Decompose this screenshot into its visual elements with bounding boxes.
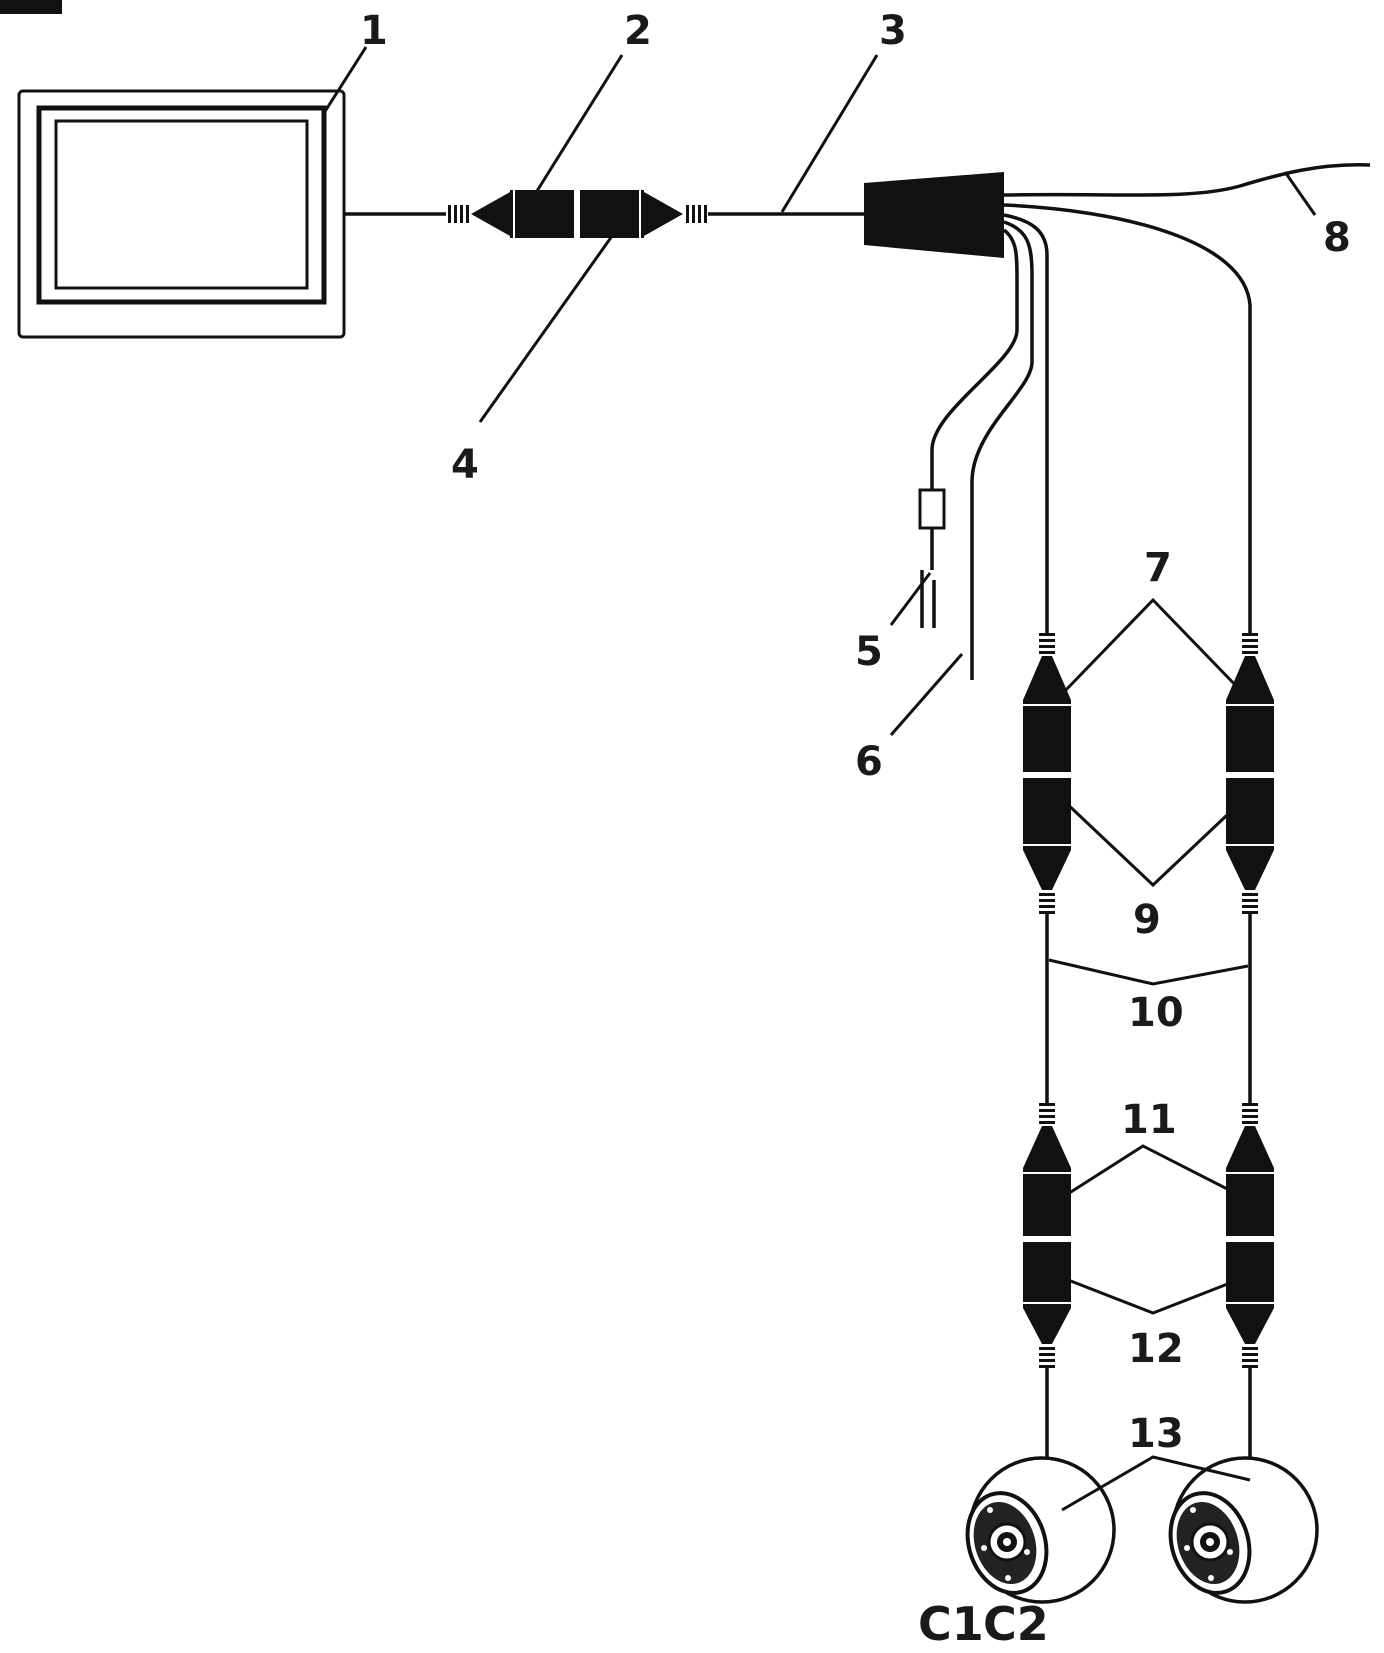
label-4: 4 — [451, 442, 479, 488]
monitor — [17, 89, 346, 339]
junction-cables — [930, 163, 1371, 680]
label-10: 10 — [1128, 990, 1184, 1036]
label-c1: C1 — [918, 1597, 984, 1651]
label-2: 2 — [624, 8, 652, 54]
label-5: 5 — [855, 629, 883, 675]
leader-lines — [322, 46, 1317, 1512]
label-9: 9 — [1133, 897, 1161, 943]
label-8: 8 — [1323, 215, 1351, 261]
label-c2: C2 — [983, 1597, 1049, 1651]
fuse — [918, 488, 946, 628]
label-11: 11 — [1121, 1097, 1177, 1143]
label-12: 12 — [1128, 1326, 1184, 1372]
camera2-connector-upper — [1226, 633, 1274, 914]
label-1: 1 — [360, 8, 388, 54]
camera2-connector-lower — [1226, 1103, 1274, 1368]
monitor-connector-pair — [448, 190, 707, 238]
label-7: 7 — [1144, 545, 1172, 591]
label-13: 13 — [1128, 1411, 1184, 1457]
camera1-connector-upper — [1023, 633, 1071, 914]
corner-tab — [0, 0, 62, 14]
camera-c1 — [965, 1456, 1116, 1604]
label-3: 3 — [879, 8, 907, 54]
camera-c2 — [1168, 1456, 1319, 1604]
label-6: 6 — [855, 739, 883, 785]
camera1-connector-lower — [1023, 1103, 1071, 1368]
junction-box — [864, 172, 1004, 258]
